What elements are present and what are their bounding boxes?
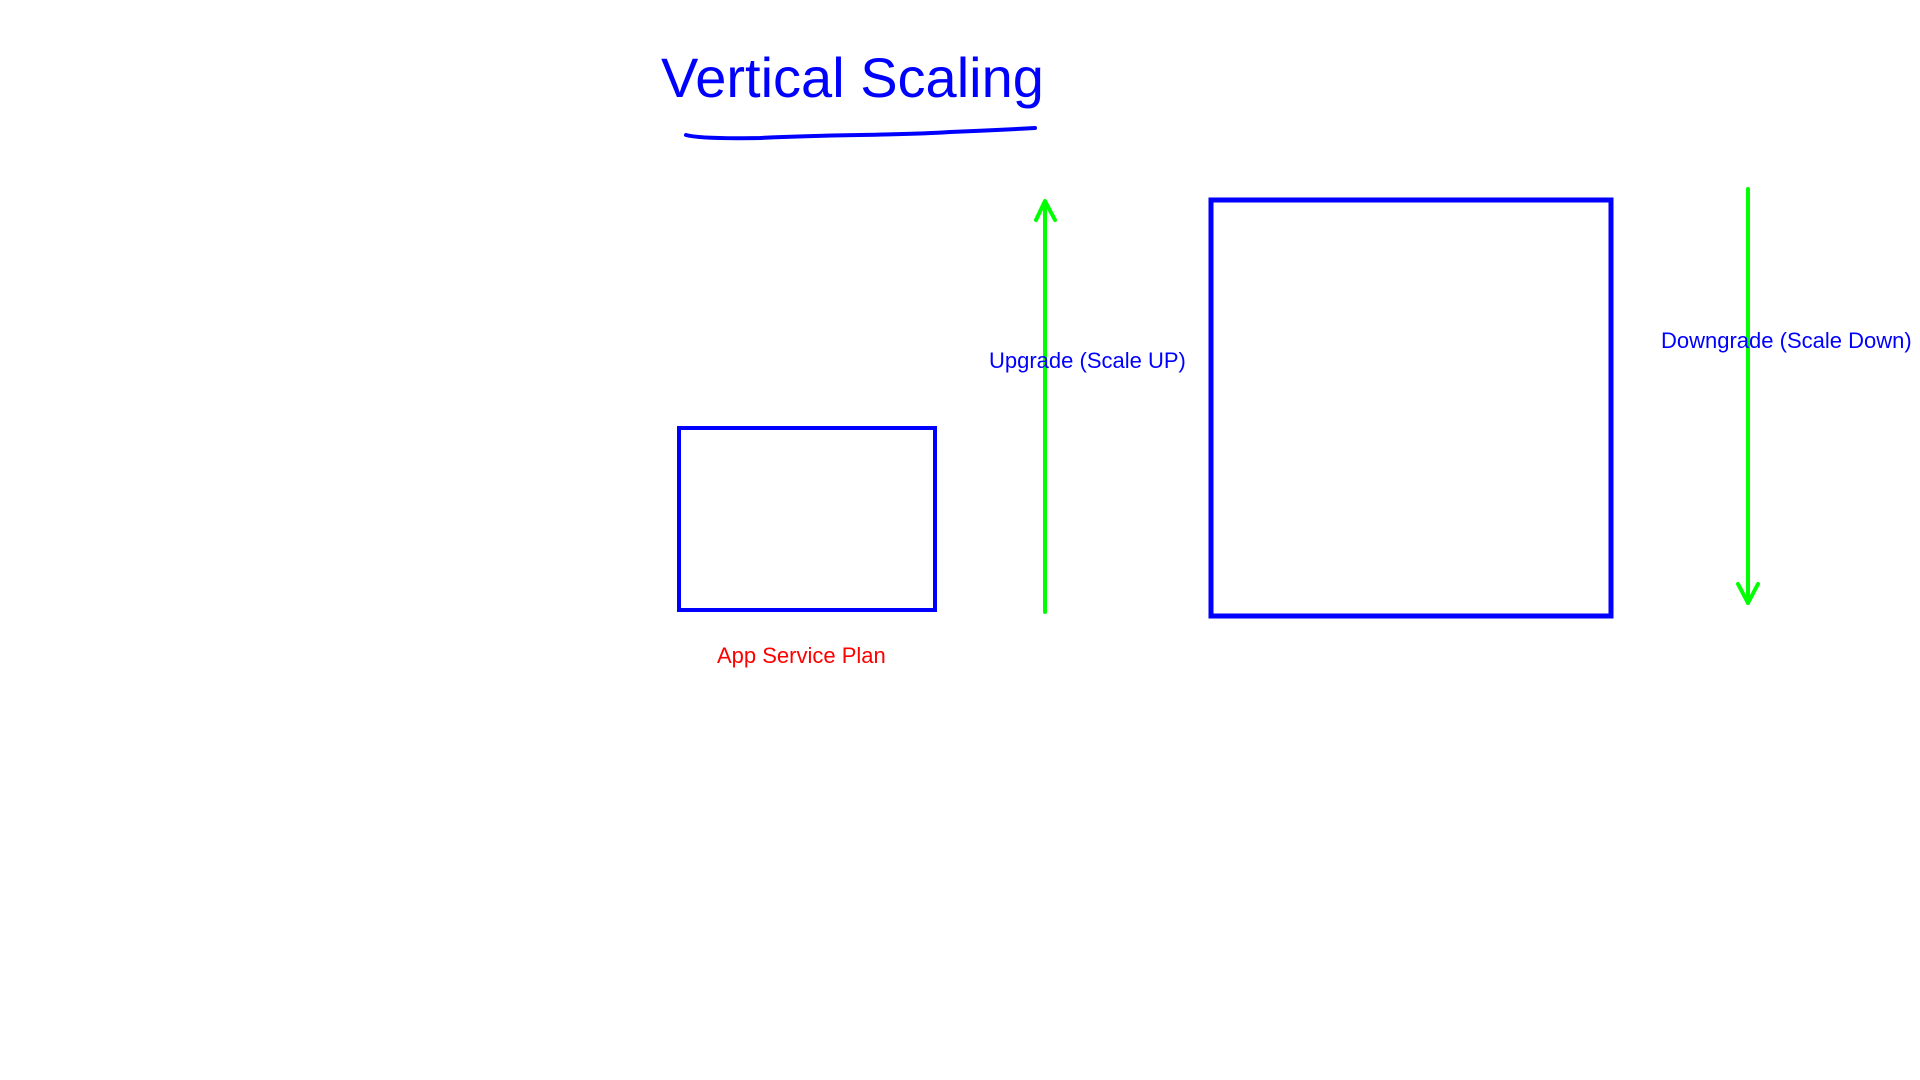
title-underline [684,126,1037,141]
scale-up-arrow [1034,199,1057,614]
scale-down-arrow [1736,187,1760,605]
scale-up-arrow-head [1034,199,1057,222]
upgrade-label: Upgrade (Scale UP) [989,348,1186,373]
scale-down-arrow-head [1736,582,1760,605]
app-service-plan-label: App Service Plan [717,643,886,668]
downgrade-label: Downgrade (Scale Down) [1661,328,1912,353]
diagram-title: Vertical Scaling [661,46,1044,109]
large-plan-box [1208,197,1614,619]
small-plan-box [677,426,937,612]
